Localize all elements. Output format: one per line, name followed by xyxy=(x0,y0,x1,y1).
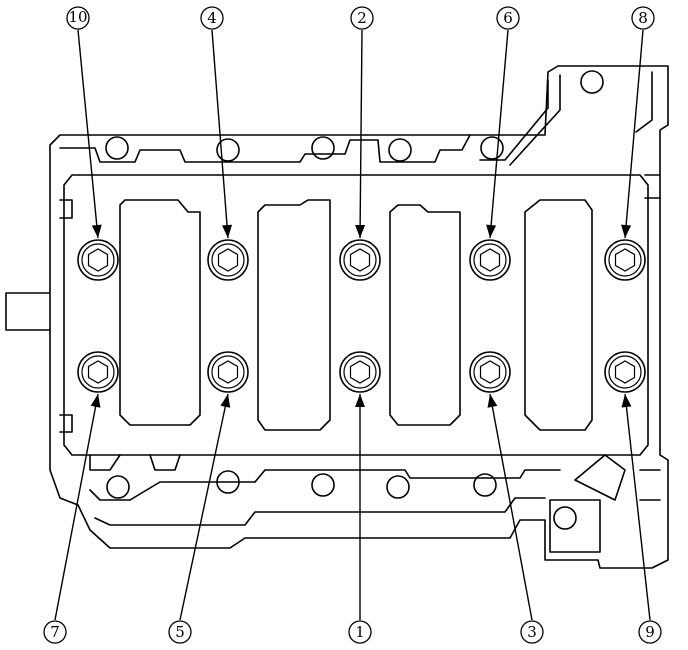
callout-7: 7 xyxy=(43,620,67,644)
arrow-bottom-5 xyxy=(621,393,651,621)
arrowhead xyxy=(90,394,101,408)
callout-number: 8 xyxy=(638,9,648,27)
bolt-top-3 xyxy=(339,239,381,281)
arrowhead xyxy=(486,224,497,238)
callout-10: 10 xyxy=(66,6,90,30)
callout-labels: 10 4 2 6 8 7 5 1 3 9 xyxy=(43,6,662,644)
arrow-bottom-4 xyxy=(487,393,533,621)
callout-number: 10 xyxy=(68,8,87,26)
callout-number: 2 xyxy=(357,9,367,27)
callout-number: 7 xyxy=(50,623,60,641)
callout-4: 4 xyxy=(200,6,224,30)
passage-holes xyxy=(105,70,604,530)
callout-number: 4 xyxy=(207,9,217,27)
callout-2: 2 xyxy=(350,6,374,30)
arrowhead xyxy=(621,224,632,238)
bolt-top-1 xyxy=(77,239,119,281)
callout-6: 6 xyxy=(496,6,520,30)
callout-arrows xyxy=(54,29,651,621)
bolt-bottom-1 xyxy=(77,351,119,393)
arrow-bottom-2 xyxy=(179,393,231,621)
callout-number: 6 xyxy=(503,9,513,27)
callout-number: 5 xyxy=(175,623,185,641)
callout-number: 3 xyxy=(527,623,537,641)
callout-3: 3 xyxy=(520,620,544,644)
arrowhead xyxy=(91,224,102,238)
arrow-top-1 xyxy=(77,29,102,239)
bolt-bottom-4 xyxy=(469,351,511,393)
arrow-bottom-1 xyxy=(54,393,101,621)
callout-9: 9 xyxy=(638,620,662,644)
arrow-bottom-3 xyxy=(355,394,365,620)
cylinder-bores xyxy=(119,199,593,431)
arrowhead xyxy=(355,394,365,407)
arrow-top-3 xyxy=(355,29,366,239)
callout-5: 5 xyxy=(168,620,192,644)
arrowhead xyxy=(355,225,366,238)
bolt-top-5 xyxy=(604,239,646,281)
bolt-top-2 xyxy=(207,239,249,281)
head-bolts xyxy=(77,239,646,393)
arrow-top-4 xyxy=(486,29,509,239)
arrow-top-5 xyxy=(621,29,644,239)
arrowhead xyxy=(487,394,498,408)
arrow-top-2 xyxy=(211,29,232,239)
callout-8: 8 xyxy=(631,6,655,30)
arrowhead xyxy=(621,394,632,408)
bolt-bottom-5 xyxy=(604,351,646,393)
engine-block-outline xyxy=(5,65,669,569)
bolt-bottom-3 xyxy=(339,351,381,393)
bolt-top-4 xyxy=(469,239,511,281)
arrowhead xyxy=(222,224,232,238)
arrowhead xyxy=(220,394,231,408)
bolt-bottom-2 xyxy=(207,351,249,393)
callout-number: 1 xyxy=(355,623,365,641)
callout-number: 9 xyxy=(645,623,655,641)
callout-1: 1 xyxy=(348,620,372,644)
